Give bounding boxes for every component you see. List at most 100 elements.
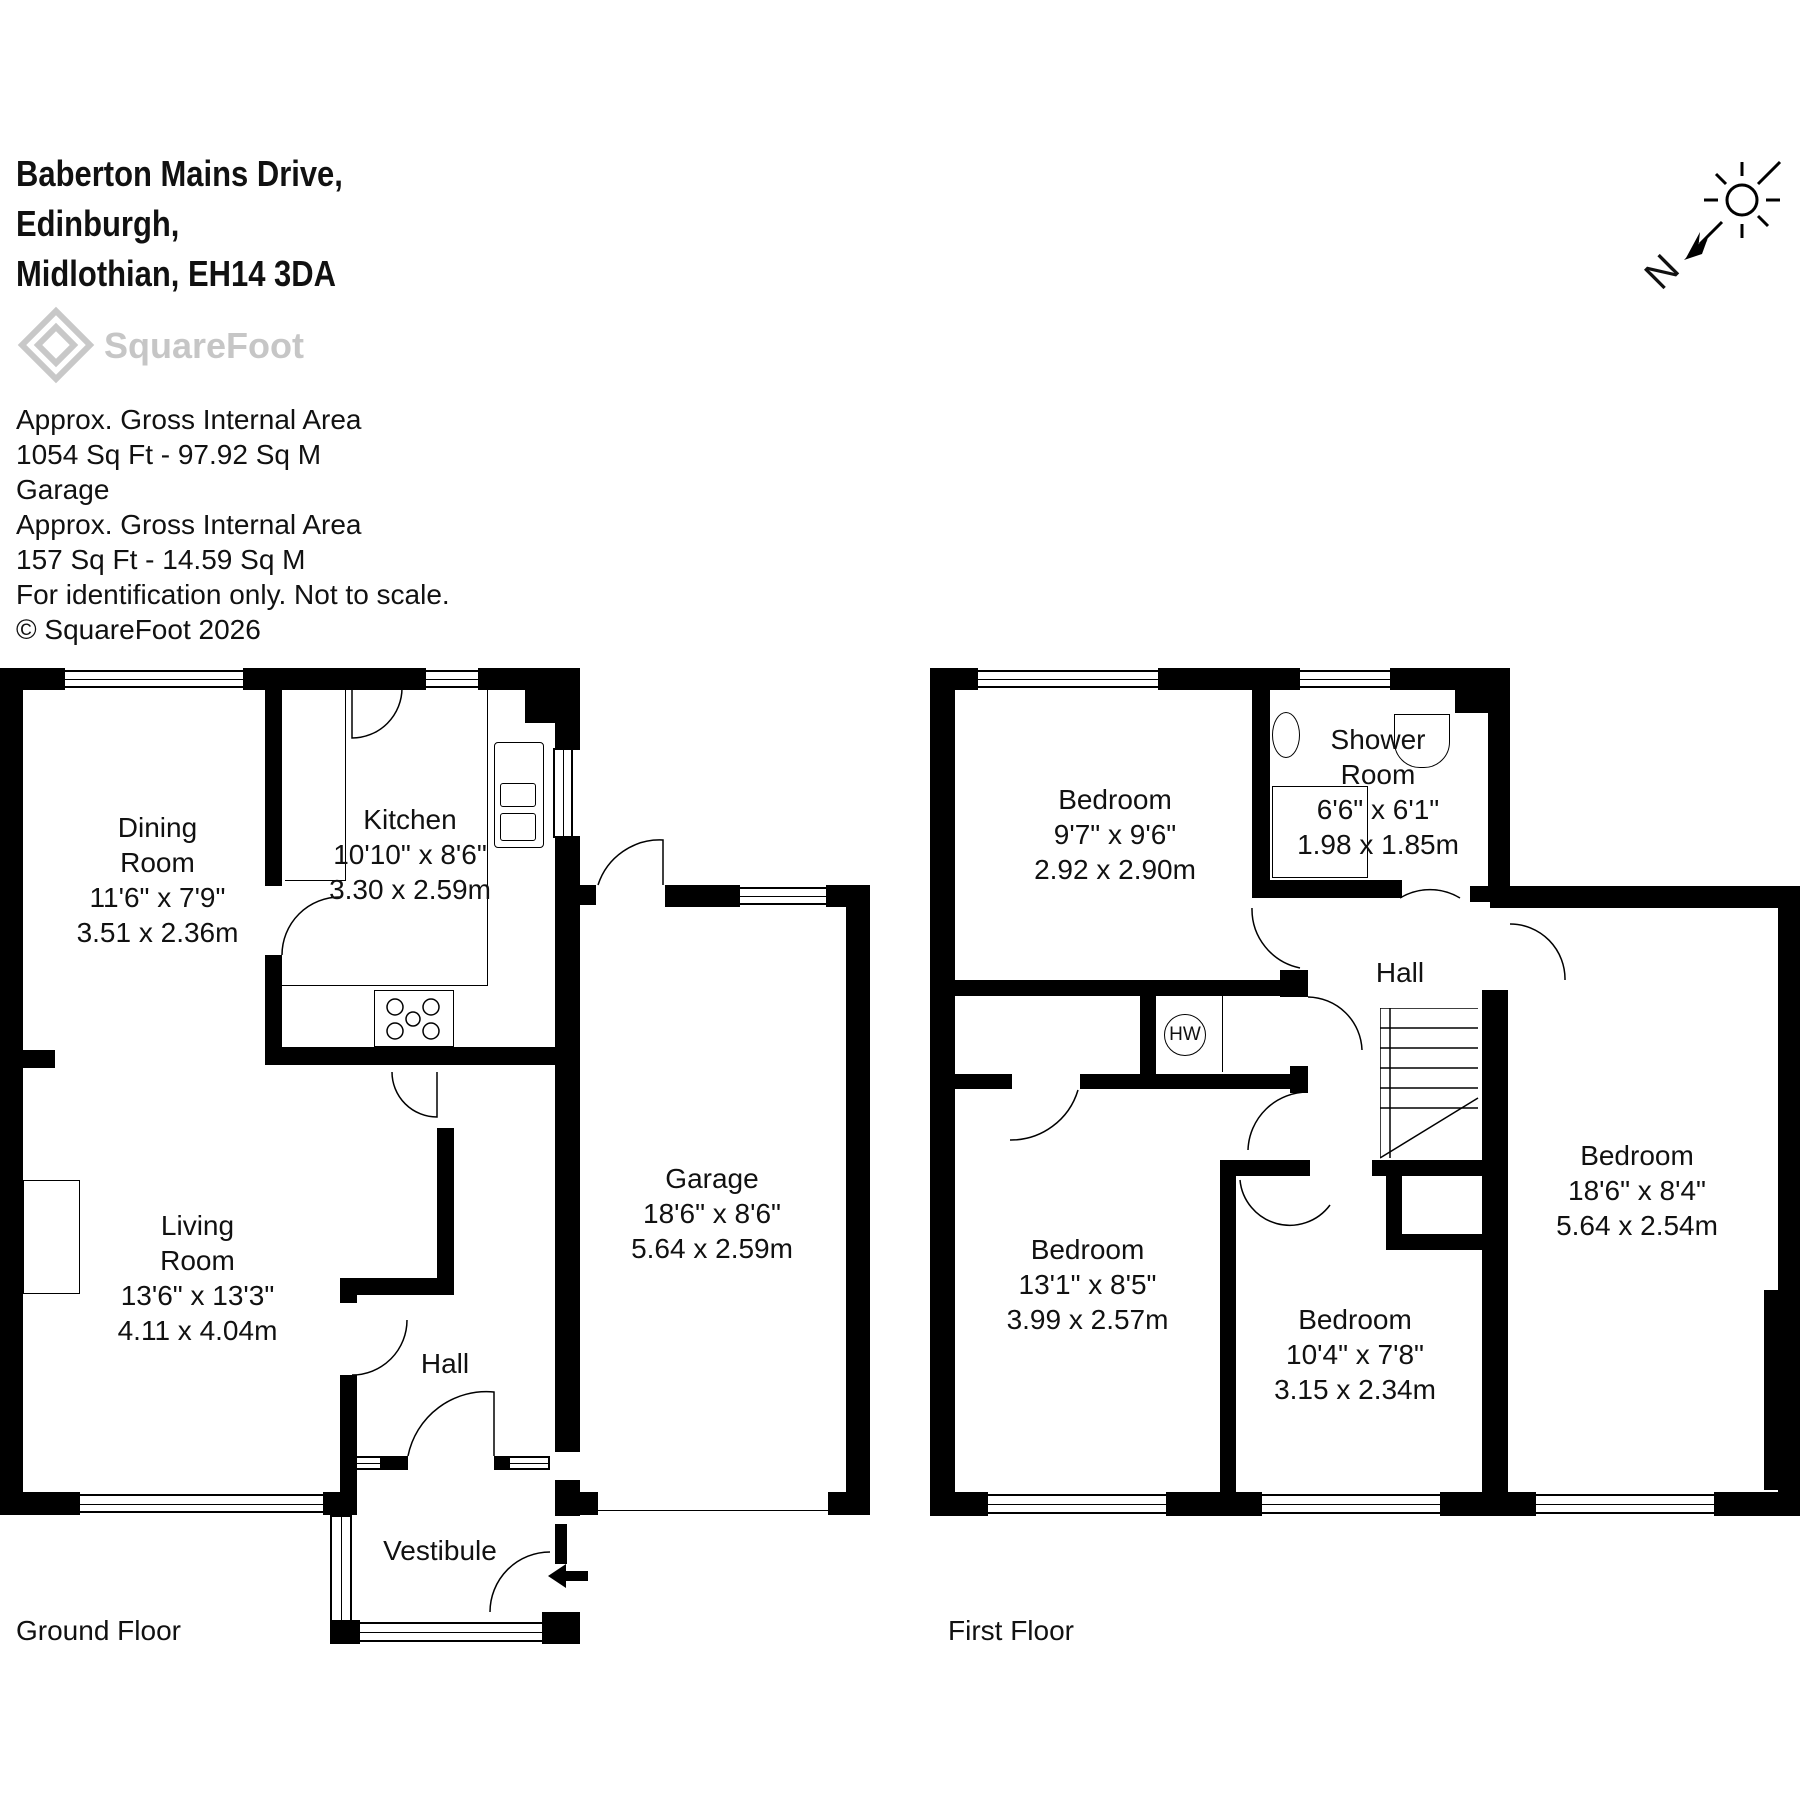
counter — [285, 690, 346, 881]
window — [976, 670, 1160, 688]
room-metric: 5.64 x 2.59m — [631, 1233, 793, 1264]
wall — [1490, 886, 1800, 908]
room-imperial: 9'7" x 9'6" — [1053, 819, 1177, 850]
room-name: Bedroom — [1030, 1234, 1145, 1265]
wall — [0, 668, 23, 1513]
wall — [330, 1620, 360, 1644]
wall — [1220, 1160, 1310, 1176]
room-imperial: 13'6" x 13'3" — [120, 1280, 275, 1311]
wall — [0, 1492, 80, 1515]
info-line: © SquareFoot 2026 — [16, 614, 261, 645]
room-name: Vestibule — [383, 1535, 497, 1566]
wall — [340, 1278, 357, 1303]
hot-water-cylinder: HW — [1164, 1014, 1206, 1056]
wall — [0, 668, 65, 690]
window — [553, 748, 573, 838]
room-imperial: 10'10" x 8'6" — [333, 839, 487, 870]
info-line: Approx. Gross Internal Area — [16, 509, 362, 540]
room-name: Garage — [665, 1163, 759, 1194]
room-metric: 3.30 x 2.59m — [329, 874, 491, 905]
wall — [380, 1456, 408, 1470]
room-bedroom-left: Bedroom 13'1" x 8'5" 3.99 x 2.57m — [990, 1232, 1185, 1337]
wall — [1280, 970, 1308, 997]
cupboard — [1154, 996, 1223, 1072]
wall — [955, 1074, 1012, 1089]
room-metric: 3.99 x 2.57m — [1006, 1304, 1169, 1335]
room-name: Dining — [117, 812, 198, 843]
room-hall-first: Hall — [1352, 955, 1448, 990]
room-living: Living Room 13'6" x 13'3" 4.11 x 4.04m — [90, 1208, 305, 1348]
room-bedroom-right: Bedroom 18'6" x 8'4" 5.64 x 2.54m — [1542, 1138, 1732, 1243]
info-line: 157 Sq Ft - 14.59 Sq M — [16, 544, 306, 575]
wall — [1220, 1160, 1236, 1515]
room-metric: 1.98 x 1.85m — [1297, 829, 1459, 860]
sun-north-compass-icon — [1684, 160, 1782, 260]
window — [508, 1456, 550, 1470]
address-line-2: Edinburgh, — [16, 203, 180, 244]
window — [78, 1494, 325, 1513]
wall — [555, 668, 580, 750]
info-line: For identification only. Not to scale. — [16, 579, 450, 610]
wall — [930, 668, 978, 690]
room-kitchen: Kitchen 10'10" x 8'6" 3.30 x 2.59m — [310, 802, 510, 907]
wall — [265, 688, 282, 886]
room-imperial: 13'1" x 8'5" — [1018, 1269, 1157, 1300]
room-vestibule: Vestibule — [370, 1533, 510, 1568]
wall — [555, 836, 580, 1452]
hob — [374, 990, 454, 1047]
room-name: Hall — [420, 1348, 470, 1379]
room-name: Kitchen — [363, 804, 457, 835]
wall — [578, 1492, 598, 1515]
window — [330, 1515, 352, 1623]
room-imperial: 11'6" x 7'9" — [89, 882, 226, 913]
wall — [1714, 1492, 1800, 1516]
toilet — [1394, 714, 1450, 768]
squarefoot-logo: SquareFoot — [16, 305, 316, 385]
room-name: Room — [1340, 759, 1416, 790]
wall — [1372, 1160, 1484, 1176]
wall — [665, 885, 740, 907]
info-line: 1054 Sq Ft - 97.92 Sq M — [16, 439, 322, 470]
counter — [282, 985, 487, 986]
wall — [1166, 1492, 1262, 1516]
room-metric: 3.51 x 2.36m — [76, 917, 239, 948]
wall — [950, 980, 1295, 996]
room-metric: 5.64 x 2.54m — [1556, 1210, 1718, 1241]
ground-floor-label: Ground Floor — [16, 1615, 181, 1646]
area-info: Approx. Gross Internal Area 1054 Sq Ft -… — [16, 402, 450, 647]
room-name: Room — [120, 847, 195, 878]
room-name: Bedroom — [1058, 784, 1172, 815]
room-imperial: 6'6" x 6'1" — [1316, 794, 1440, 825]
room-name: Hall — [1375, 957, 1425, 988]
squarefoot-logo-icon — [17, 306, 95, 384]
wall — [930, 668, 955, 1516]
wall — [1764, 1290, 1778, 1490]
wall — [1440, 1492, 1536, 1516]
wall — [1252, 688, 1270, 896]
wall — [1386, 1176, 1402, 1234]
fireplace — [23, 1180, 80, 1294]
wall — [555, 1524, 567, 1564]
room-bedroom-mid: Bedroom 10'4" x 7'8" 3.15 x 2.34m — [1255, 1302, 1455, 1407]
room-name: Shower — [1330, 724, 1426, 755]
wall — [437, 1128, 454, 1285]
info-line: Garage — [16, 474, 110, 505]
room-garage: Garage 18'6" x 8'6" 5.64 x 2.59m — [612, 1161, 812, 1266]
wall — [1252, 880, 1402, 898]
wall — [265, 1047, 555, 1065]
wall — [340, 1375, 357, 1515]
room-name: Living — [160, 1210, 235, 1241]
garage-door — [598, 1510, 828, 1511]
wall — [265, 955, 282, 1063]
wall — [930, 1492, 988, 1516]
wall — [542, 1612, 580, 1644]
window — [63, 670, 245, 688]
room-imperial: 18'6" x 8'4" — [1568, 1175, 1706, 1206]
room-name: Bedroom — [1298, 1304, 1412, 1335]
room-bedroom-front: Bedroom 9'7" x 9'6" 2.92 x 2.90m — [1015, 782, 1215, 887]
wall — [1290, 1066, 1308, 1093]
first-floor-label: First Floor — [948, 1615, 1074, 1646]
room-metric: 3.15 x 2.34m — [1274, 1374, 1436, 1405]
wall — [1778, 886, 1800, 1516]
